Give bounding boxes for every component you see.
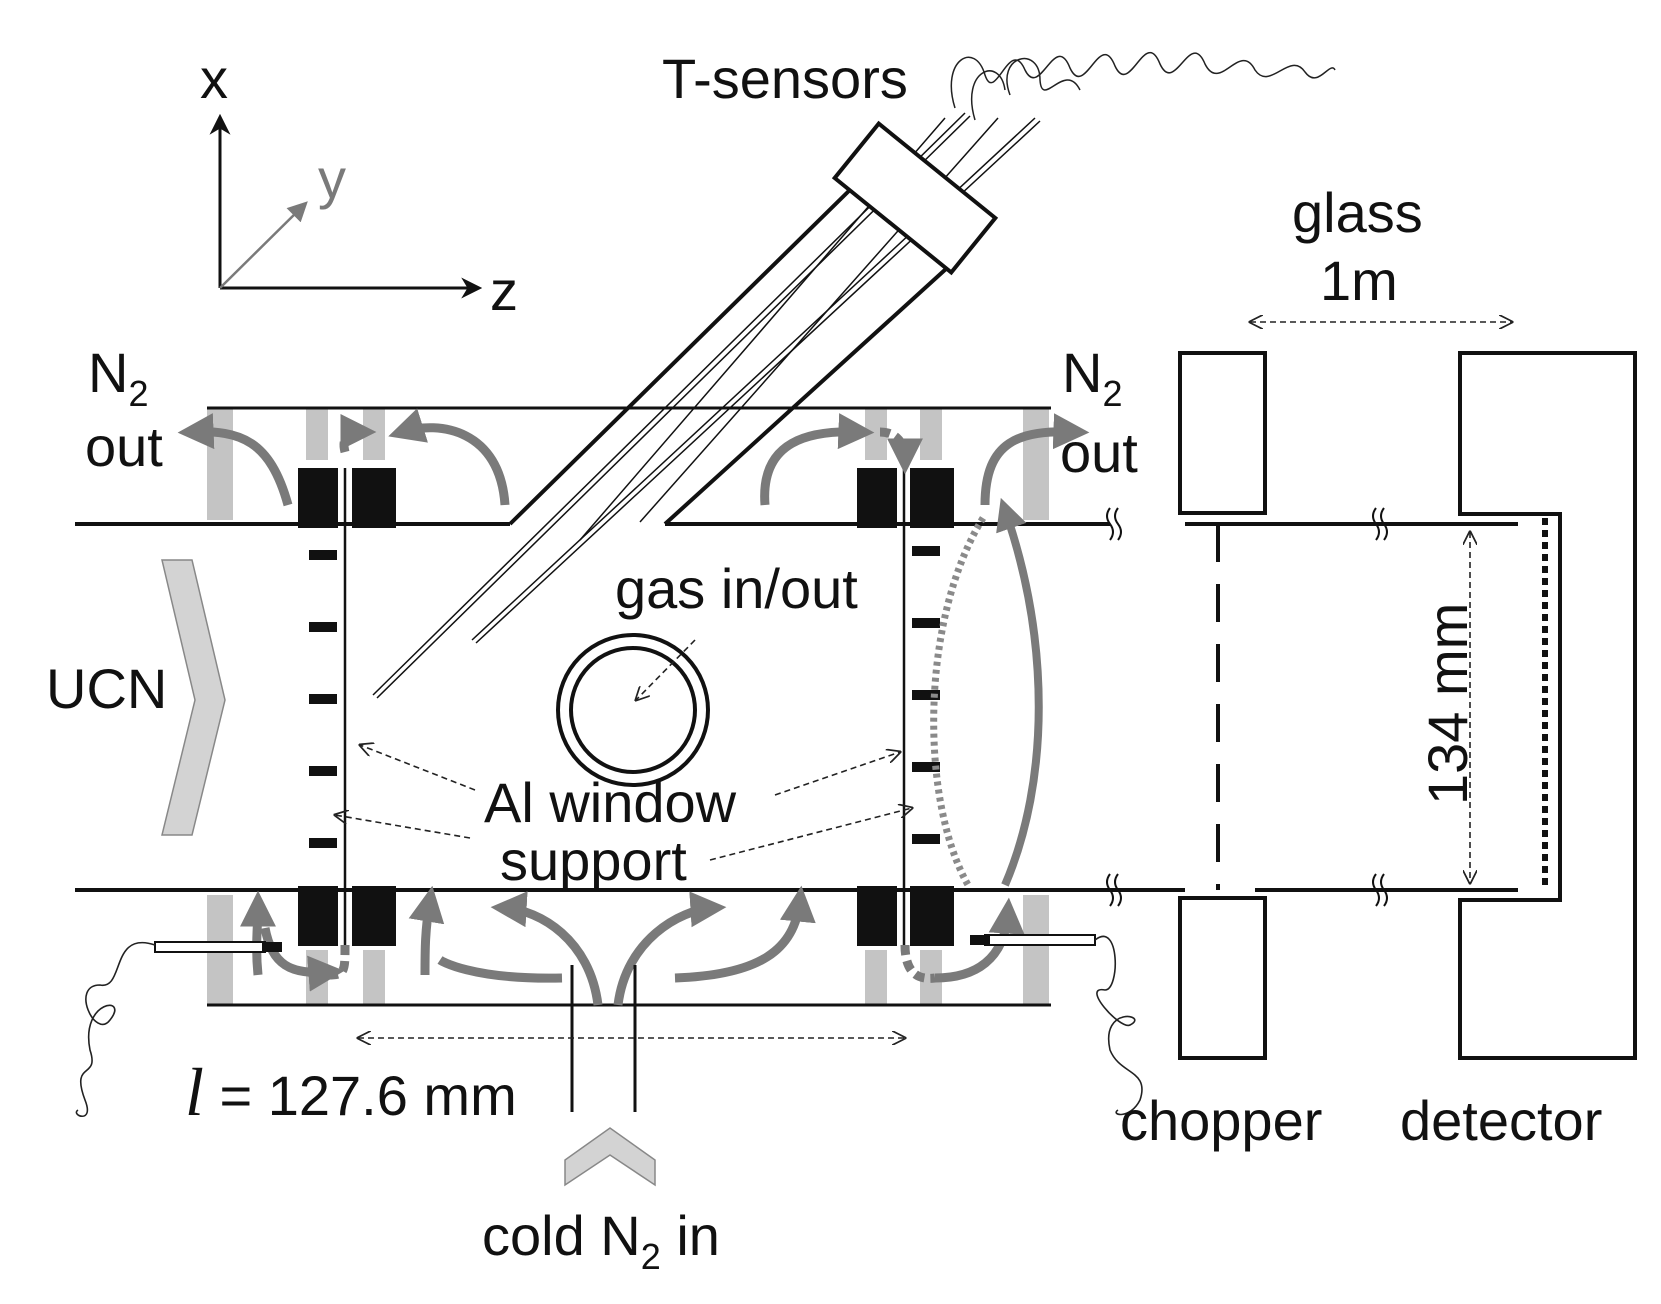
axis-z-label: z xyxy=(490,259,518,322)
glass-label: glass xyxy=(1292,181,1423,244)
support-label: support xyxy=(500,829,687,892)
n2-out-right-label: N2 xyxy=(1062,341,1122,414)
gas-in-out-label: gas in/out xyxy=(615,557,858,620)
ucn-beam-arrow xyxy=(161,559,226,836)
chopper-label: chopper xyxy=(1120,1089,1322,1152)
ucn-curved-arrow xyxy=(996,497,1043,887)
dimension-arrows xyxy=(335,322,1512,1038)
out-right-label: out xyxy=(1060,421,1138,484)
axis-y-label: y xyxy=(318,147,346,210)
n2-out-left-label: N2 xyxy=(88,341,148,414)
al-window-label: Al window xyxy=(484,771,737,834)
detector-label: detector xyxy=(1400,1089,1602,1152)
sensor-wire-coils xyxy=(950,51,1336,121)
cold-n2-in-label: cold N2 in xyxy=(482,1204,720,1277)
out-left-label: out xyxy=(85,415,163,478)
length-label: l = 127.6 mm xyxy=(185,1054,517,1130)
dimension-134-label: 134 mm xyxy=(1416,603,1479,805)
sensor-flange xyxy=(831,120,999,276)
al-window-left xyxy=(309,468,347,946)
y-axis-arrow xyxy=(219,201,308,289)
break-marks xyxy=(1106,507,1388,907)
bottom-sensors xyxy=(75,934,1143,1118)
detector xyxy=(1458,351,1637,1060)
ucn-label: UCN xyxy=(46,657,167,720)
cold-n2-inlet-arrow xyxy=(564,1127,656,1187)
one-m-label: 1m xyxy=(1320,249,1398,312)
t-sensors-label: T-sensors xyxy=(662,47,908,110)
axes: x y z xyxy=(200,47,518,322)
n2-flow-arrows xyxy=(177,408,1090,1006)
cooling-jacket xyxy=(207,406,1051,1007)
chopper xyxy=(1178,351,1267,1060)
axis-x-label: x xyxy=(200,47,228,110)
al-window-right xyxy=(902,468,940,946)
gas-port xyxy=(556,633,710,787)
flange-blocks xyxy=(298,468,954,946)
ucn-dashed-arc xyxy=(930,516,986,887)
